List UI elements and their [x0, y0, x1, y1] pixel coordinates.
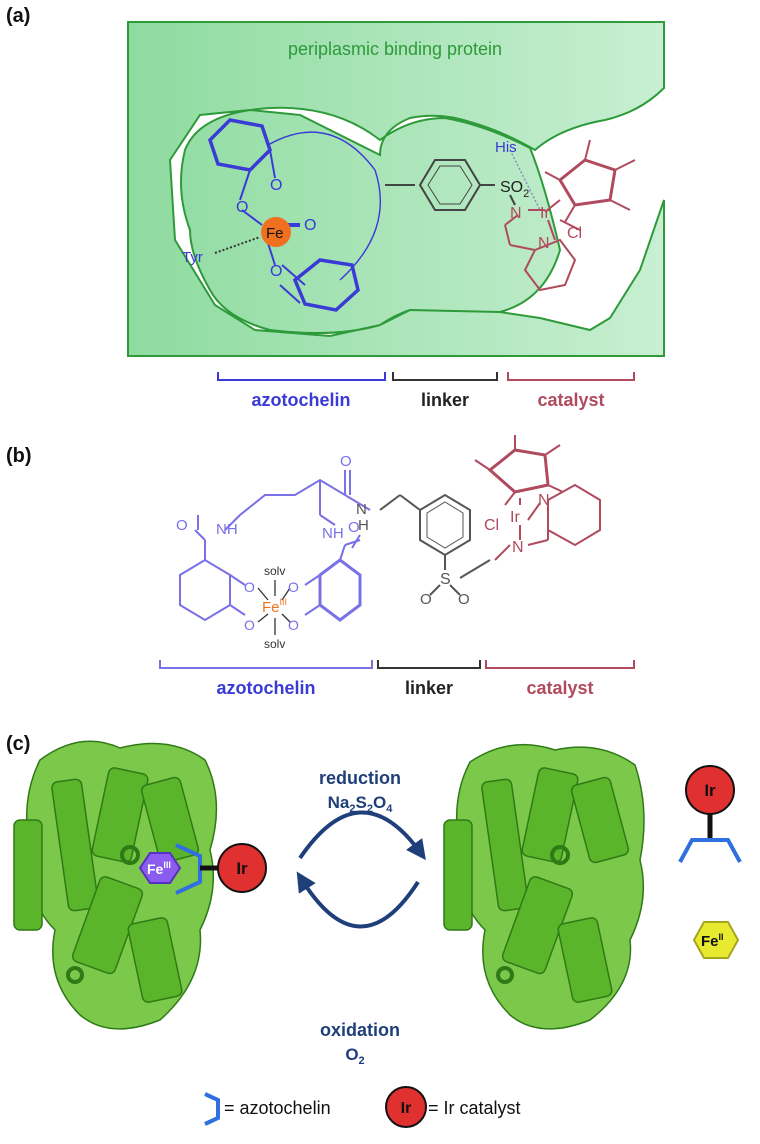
panel-a-label: (a) [6, 5, 30, 27]
o-label: O [288, 579, 299, 595]
o-label: O [304, 217, 316, 234]
fe2-label: FeII [701, 932, 724, 950]
o-label: O [458, 591, 470, 608]
sulfur-label: S [440, 571, 451, 588]
residue-his: His [495, 139, 517, 156]
reduction-label: reduction [319, 768, 401, 788]
n-sulfonamide: N [512, 539, 524, 556]
cl-label: Cl [567, 225, 582, 242]
atom-labels-b: NH NH O O O O O O O solv solv FeIII [176, 453, 360, 651]
o-label: O [244, 617, 255, 633]
o-label: O [270, 177, 282, 194]
catalyst-structure-a [504, 139, 636, 292]
legend-azotochelin-icon [204, 1092, 220, 1126]
ir-ball-left-label: Ir [236, 859, 248, 878]
o-label: O [420, 591, 432, 608]
catalyst-label: catalyst [526, 678, 593, 698]
atom-labels-a: O O O O [236, 177, 316, 280]
n-pyridine: N [538, 492, 550, 509]
catalyst-structure-b [474, 435, 601, 561]
o-label: O [270, 263, 282, 280]
bracket-catalyst [485, 660, 635, 669]
o-label: O [176, 517, 188, 534]
panel-c: (c) FeIII Ir reduction Na2S2O4 oxidation… [6, 733, 742, 1128]
iron-center [261, 217, 291, 247]
azotochelin-label: azotochelin [251, 390, 350, 410]
nh-label: NH [322, 525, 344, 542]
azotochelin-structure-a [207, 118, 382, 312]
solv-top: solv [264, 564, 285, 578]
legend-ir-symbol: Ir [401, 1100, 412, 1117]
macrocycle-ring [267, 131, 382, 281]
ir-label-b: Ir [510, 509, 520, 526]
o-label: O [340, 453, 352, 470]
nh-label: NH [216, 521, 238, 538]
protein-body [127, 21, 665, 357]
ir-ball-right-label: Ir [704, 781, 716, 800]
ir-ball-left [217, 843, 267, 893]
bracket-catalyst [507, 372, 635, 381]
oxidant-label: O2 [345, 1045, 364, 1067]
legend-ir-text: = Ir catalyst [428, 1098, 521, 1118]
amide-h: H [358, 517, 369, 534]
iron-coordination-b [257, 580, 291, 635]
amide-n: N [356, 501, 367, 518]
bracket-azotochelin [159, 660, 373, 669]
azotochelin-structure-b [179, 470, 371, 622]
linker-structure-b [379, 493, 491, 596]
reduction-arrow [298, 810, 426, 861]
iron-label: Fe [266, 225, 284, 242]
oxidation-label: oxidation [320, 1020, 400, 1040]
azotochelin-label: azotochelin [216, 678, 315, 698]
panel-a: (a) periplasmic binding protein O O O O … [6, 5, 665, 410]
o-label: O [236, 199, 248, 216]
cl-label-b: Cl [484, 517, 499, 534]
o-label: O [348, 519, 360, 536]
o-label: O [288, 617, 299, 633]
protein-name: periplasmic binding protein [288, 39, 502, 59]
fe3-label: FeIII [147, 860, 171, 877]
protein-ribbon-right [443, 743, 645, 1030]
legend: = azotochelin Ir = Ir catalyst [204, 1086, 521, 1128]
residue-tyr: Tyr [182, 249, 203, 266]
catalyst-label: catalyst [537, 390, 604, 410]
linker-label: linker [421, 390, 469, 410]
iron-label-b: FeIII [262, 597, 287, 616]
catechol-ring-bottom [292, 258, 360, 312]
fe2-hexagon [692, 921, 740, 959]
linker-structure-a [385, 159, 516, 211]
bracket-azotochelin [217, 372, 386, 381]
bracket-linker [377, 660, 481, 669]
oxidation-arrow [296, 871, 420, 929]
o-label: O [244, 579, 255, 595]
legend-azotochelin-text: = azotochelin [224, 1098, 331, 1118]
solv-bottom: solv [264, 637, 285, 651]
fe3-hexagon [138, 852, 182, 884]
panel-b-label: (b) [6, 445, 32, 467]
panel-c-label: (c) [6, 733, 30, 755]
linker-label: linker [405, 678, 453, 698]
bracket-linker [392, 372, 498, 381]
azotochelin-released [678, 838, 742, 863]
panel-b: (b) [6, 435, 635, 698]
ir-label: Ir [540, 205, 550, 222]
n-label: N [510, 205, 522, 222]
n-label: N [538, 235, 550, 252]
reductant-label: Na2S2O4 [328, 793, 394, 815]
his-bond [509, 149, 541, 211]
sulfonyl: SO2 [500, 179, 529, 200]
protein-ribbon-left [13, 740, 218, 1030]
legend-ir-icon [385, 1086, 427, 1128]
